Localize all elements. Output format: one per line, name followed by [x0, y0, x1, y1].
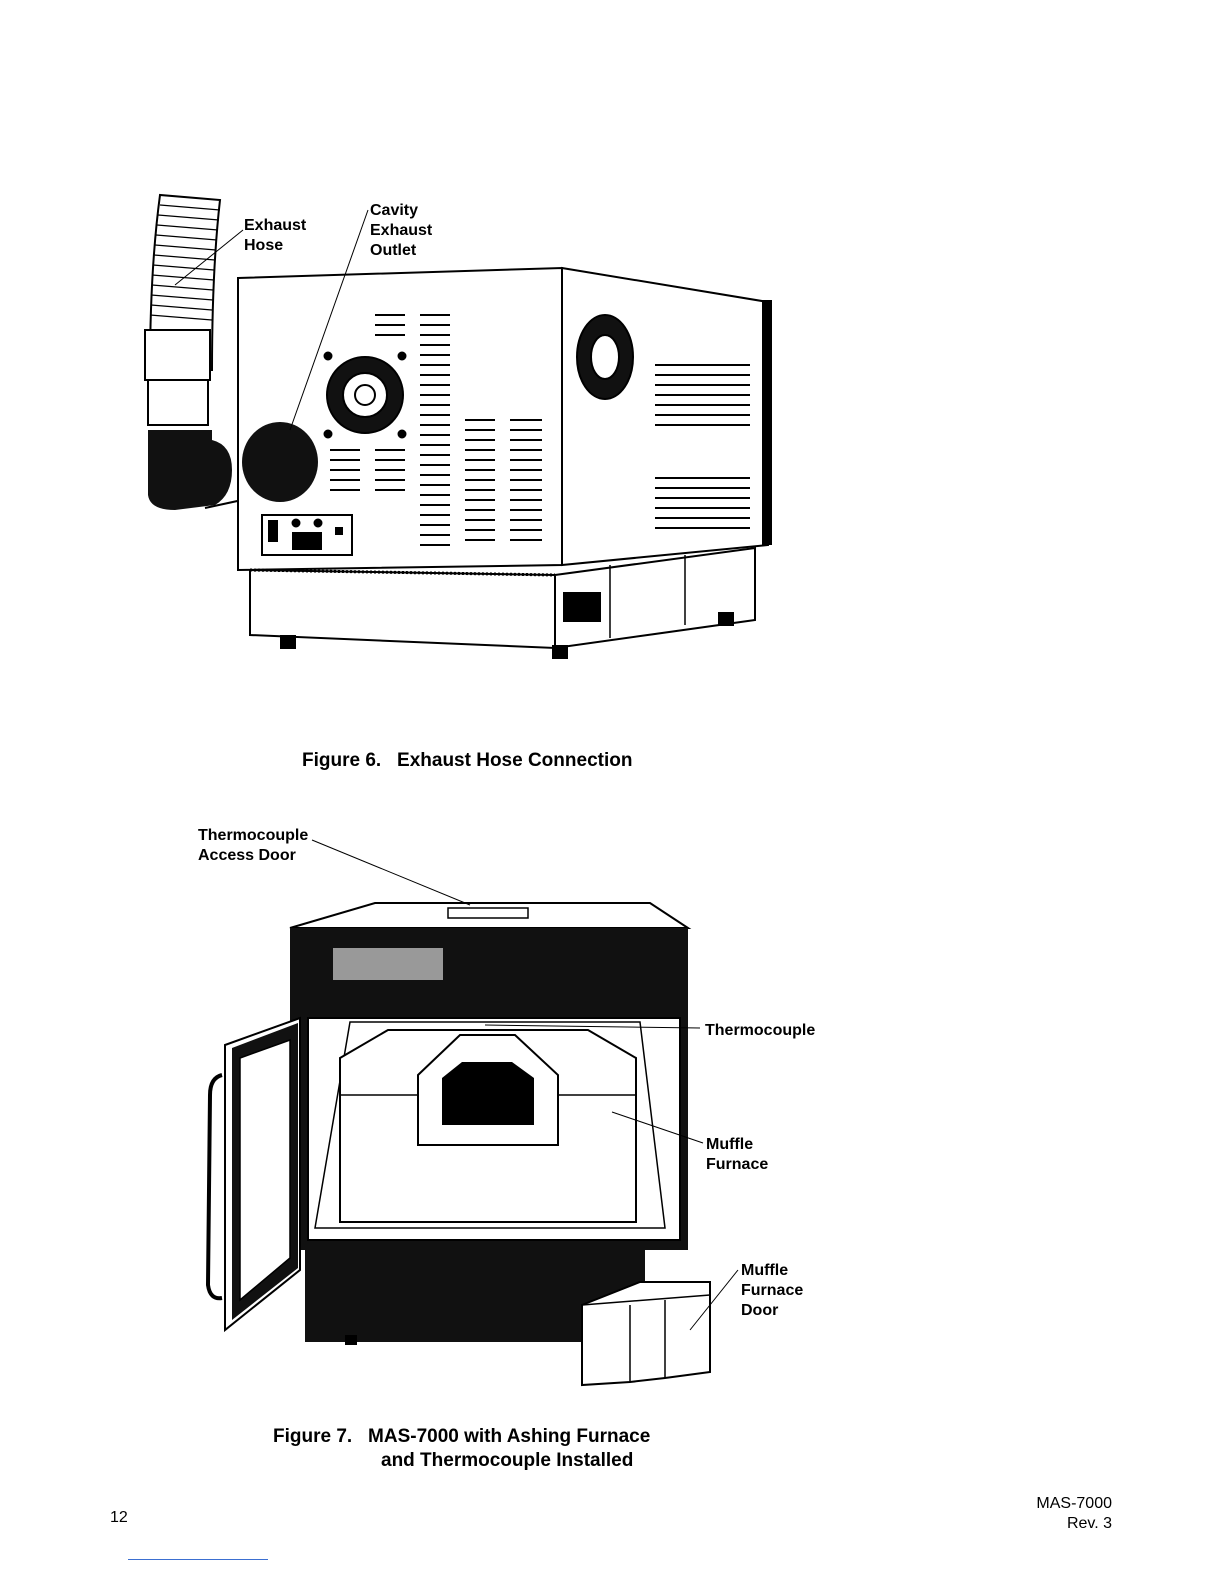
caption-number: Figure 7.	[273, 1426, 352, 1447]
label-thermocouple: Thermocouple	[705, 1021, 815, 1041]
footer-rule	[128, 1559, 268, 1560]
label-line: Thermocouple	[198, 826, 308, 846]
label-muffle-furnace-door: Muffle Furnace Door	[741, 1261, 803, 1321]
caption-text: MAS-7000 with Ashing Furnace	[368, 1426, 650, 1447]
label-line: Muffle	[706, 1135, 768, 1155]
label-line: Furnace	[706, 1155, 768, 1175]
document-name: MAS-7000	[1036, 1494, 1112, 1514]
label-line: Muffle	[741, 1261, 803, 1281]
document-footer: MAS-7000 Rev. 3	[1036, 1494, 1112, 1534]
label-line: Door	[741, 1301, 803, 1321]
microwave-front-drawing	[208, 903, 710, 1385]
label-line: Furnace	[741, 1281, 803, 1301]
caption-text-line2: and Thermocouple Installed	[273, 1449, 650, 1473]
figure-7-caption: Figure 7. MAS-7000 with Ashing Furnace a…	[273, 1425, 650, 1473]
label-thermocouple-access-door: Thermocouple Access Door	[198, 826, 308, 866]
page-number: 12	[110, 1508, 128, 1528]
label-muffle-furnace: Muffle Furnace	[706, 1135, 768, 1175]
document-revision: Rev. 3	[1036, 1514, 1112, 1534]
label-line: Access Door	[198, 846, 308, 866]
